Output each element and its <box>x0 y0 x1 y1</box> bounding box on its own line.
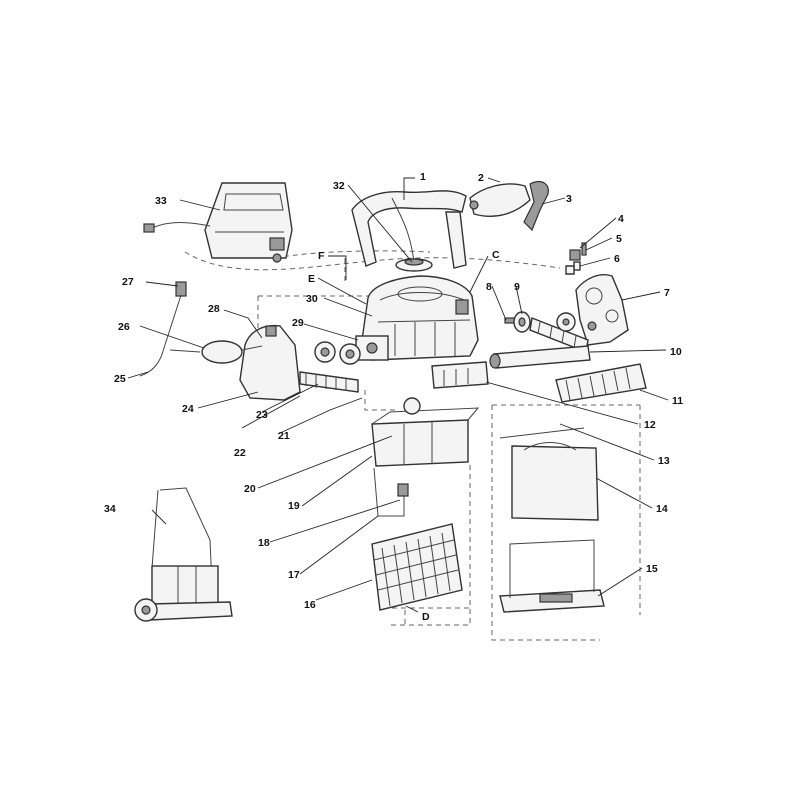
callout-26: 26 <box>118 321 130 333</box>
callout-letter-C: C <box>492 249 500 261</box>
callout-3: 3 <box>566 193 572 205</box>
left-gear-parts <box>314 341 361 365</box>
filter-tray-part <box>499 539 605 613</box>
callout-20: 20 <box>244 483 256 495</box>
callout-19: 19 <box>288 500 300 512</box>
bumper-strip-part <box>523 181 549 232</box>
callout-7: 7 <box>664 287 670 299</box>
callout-6: 6 <box>614 253 620 265</box>
callout-33: 33 <box>155 195 167 207</box>
callout-letter-D: D <box>422 611 430 623</box>
impeller-cap-part <box>395 258 433 272</box>
left-side-panel <box>239 324 301 401</box>
callout-32: 32 <box>333 180 345 192</box>
callout-13: 13 <box>658 455 670 467</box>
callout-22: 22 <box>234 447 246 459</box>
left-track-part <box>299 371 359 393</box>
power-supply-unit <box>143 182 293 263</box>
pva-brush-part <box>555 363 647 403</box>
filter-basket-part <box>371 523 463 611</box>
callout-24: 24 <box>182 403 194 415</box>
callout-29: 29 <box>292 317 304 329</box>
callout-11: 11 <box>672 395 683 407</box>
side-plate-part <box>575 274 629 346</box>
callout-letter-E: E <box>308 273 315 285</box>
callout-21: 21 <box>278 430 290 442</box>
fastener-parts <box>565 242 587 275</box>
callout-34: 34 <box>104 503 116 515</box>
callout-30: 30 <box>306 293 318 305</box>
callout-letter-F: F <box>318 250 325 262</box>
callout-8: 8 <box>486 281 492 293</box>
axle-pulley-parts <box>504 311 531 333</box>
main-body-housing <box>361 275 479 361</box>
callout-2: 2 <box>478 172 484 184</box>
callout-leader-lines <box>127 177 669 613</box>
handle-grip-part <box>469 183 531 218</box>
callout-17: 17 <box>288 569 300 581</box>
callout-1: 1 <box>420 171 426 183</box>
filter-cartridge-frame <box>371 397 480 467</box>
callout-28: 28 <box>208 303 220 315</box>
callout-12: 12 <box>644 419 656 431</box>
handle-part <box>351 190 467 269</box>
callout-18: 18 <box>258 537 270 549</box>
callout-16: 16 <box>304 599 316 611</box>
callout-14: 14 <box>656 503 668 515</box>
motor-unit-part <box>355 335 389 361</box>
callout-25: 25 <box>114 373 126 385</box>
callout-23: 23 <box>256 409 268 421</box>
assembly-guide-lines <box>184 250 641 641</box>
callout-27: 27 <box>122 276 134 288</box>
callout-15: 15 <box>646 563 658 575</box>
float-hose-parts <box>373 467 409 517</box>
callout-10: 10 <box>670 346 682 358</box>
callout-9: 9 <box>514 281 520 293</box>
callout-4: 4 <box>618 213 624 225</box>
swivel-cable-parts <box>139 281 263 377</box>
roller-core-part <box>489 345 591 369</box>
filter-bag-part <box>499 427 599 521</box>
callout-5: 5 <box>616 233 622 245</box>
bottom-lid-part <box>431 361 489 389</box>
caddy-cart-part <box>134 487 233 622</box>
callout-labels: 33 32 1 2 3 4 5 6 7 8 9 10 11 12 13 14 1… <box>104 171 683 623</box>
